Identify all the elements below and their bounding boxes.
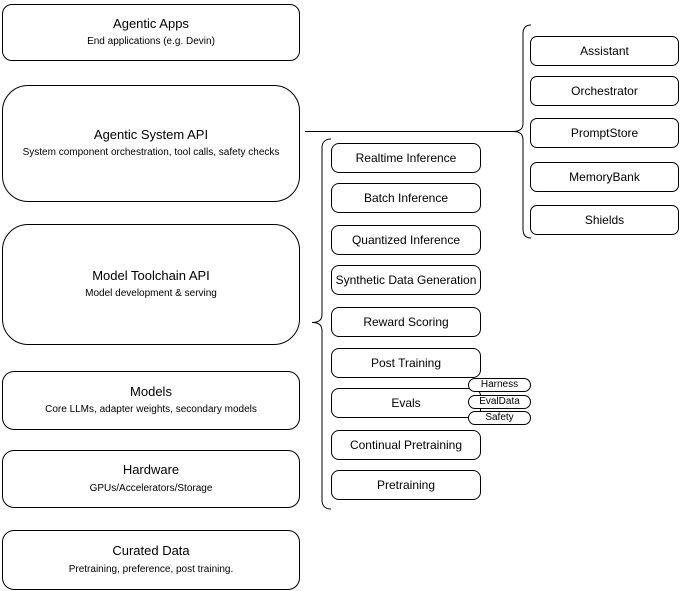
toolchain-item-label: Continual Pretraining bbox=[349, 438, 463, 452]
box-title: Hardware bbox=[122, 462, 180, 478]
toolchain-item-realtime-inference: Realtime Inference bbox=[331, 143, 481, 173]
curated-data-box: Curated Data Pretraining, preference, po… bbox=[2, 530, 300, 590]
system-components-brace bbox=[512, 24, 532, 239]
box-title: Agentic System API bbox=[93, 126, 209, 142]
box-subtitle: Model development & serving bbox=[85, 288, 217, 300]
box-subtitle: Pretraining, preference, post training. bbox=[68, 563, 234, 575]
box-title: Agentic Apps bbox=[113, 15, 189, 31]
box-title: Curated Data bbox=[112, 543, 190, 559]
eval-tag-label: EvalData bbox=[479, 396, 520, 407]
hardware-box: Hardware GPUs/Accelerators/Storage bbox=[2, 450, 300, 508]
agentic-system-api-box: Agentic System API System component orch… bbox=[2, 85, 300, 202]
toolchain-item-pretraining: Pretraining bbox=[331, 470, 481, 500]
box-title: Model Toolchain API bbox=[92, 267, 210, 283]
toolchain-item-label: Post Training bbox=[370, 356, 442, 370]
toolchain-components-brace bbox=[311, 138, 332, 510]
system-component-label: Shields bbox=[584, 213, 625, 227]
models-box: Models Core LLMs, adapter weights, secon… bbox=[2, 371, 300, 430]
agentic-apps-box: Agentic Apps End applications (e.g. Devi… bbox=[2, 4, 300, 61]
eval-tag-safety: Safety bbox=[468, 411, 531, 425]
toolchain-item-batch-inference: Batch Inference bbox=[331, 183, 481, 213]
system-component-label: Orchestrator bbox=[571, 84, 638, 98]
eval-tag-label: Safety bbox=[485, 412, 514, 423]
system-component-memorybank: MemoryBank bbox=[530, 162, 679, 192]
toolchain-item-post-training: Post Training bbox=[331, 348, 481, 378]
toolchain-item-evals: Evals bbox=[331, 388, 481, 418]
toolchain-item-reward-scoring: Reward Scoring bbox=[331, 307, 481, 337]
toolchain-item-label: Pretraining bbox=[376, 478, 436, 492]
system-component-label: PromptStore bbox=[570, 126, 639, 140]
toolchain-item-label: Realtime Inference bbox=[355, 151, 457, 165]
toolchain-item-label: Synthetic Data Generation bbox=[335, 273, 477, 287]
model-toolchain-api-box: Model Toolchain API Model development & … bbox=[2, 224, 300, 345]
eval-tag-label: Harness bbox=[480, 379, 519, 390]
eval-tag-harness: Harness bbox=[468, 378, 531, 392]
system-component-label: Assistant bbox=[580, 44, 629, 58]
box-subtitle: GPUs/Accelerators/Storage bbox=[89, 482, 213, 494]
system-component-promptstore: PromptStore bbox=[530, 118, 679, 148]
eval-tag-evaldata: EvalData bbox=[468, 395, 531, 409]
system-component-orchestrator: Orchestrator bbox=[530, 76, 679, 106]
box-subtitle: Core LLMs, adapter weights, secondary mo… bbox=[45, 404, 257, 416]
box-subtitle: System component orchestration, tool cal… bbox=[22, 147, 280, 159]
box-title: Models bbox=[130, 383, 172, 399]
toolchain-item-label: Reward Scoring bbox=[363, 315, 449, 329]
box-subtitle: End applications (e.g. Devin) bbox=[87, 36, 215, 48]
toolchain-item-continual-pretraining: Continual Pretraining bbox=[331, 430, 481, 460]
toolchain-item-label: Batch Inference bbox=[363, 191, 449, 205]
toolchain-item-label: Evals bbox=[391, 396, 421, 410]
system-component-label: MemoryBank bbox=[569, 170, 640, 184]
toolchain-item-synthetic-data-generation: Synthetic Data Generation bbox=[331, 265, 481, 295]
toolchain-item-label: Quantized Inference bbox=[351, 233, 461, 247]
toolchain-item-quantized-inference: Quantized Inference bbox=[331, 225, 481, 255]
system-component-shields: Shields bbox=[530, 205, 679, 235]
system-component-assistant: Assistant bbox=[530, 36, 679, 66]
